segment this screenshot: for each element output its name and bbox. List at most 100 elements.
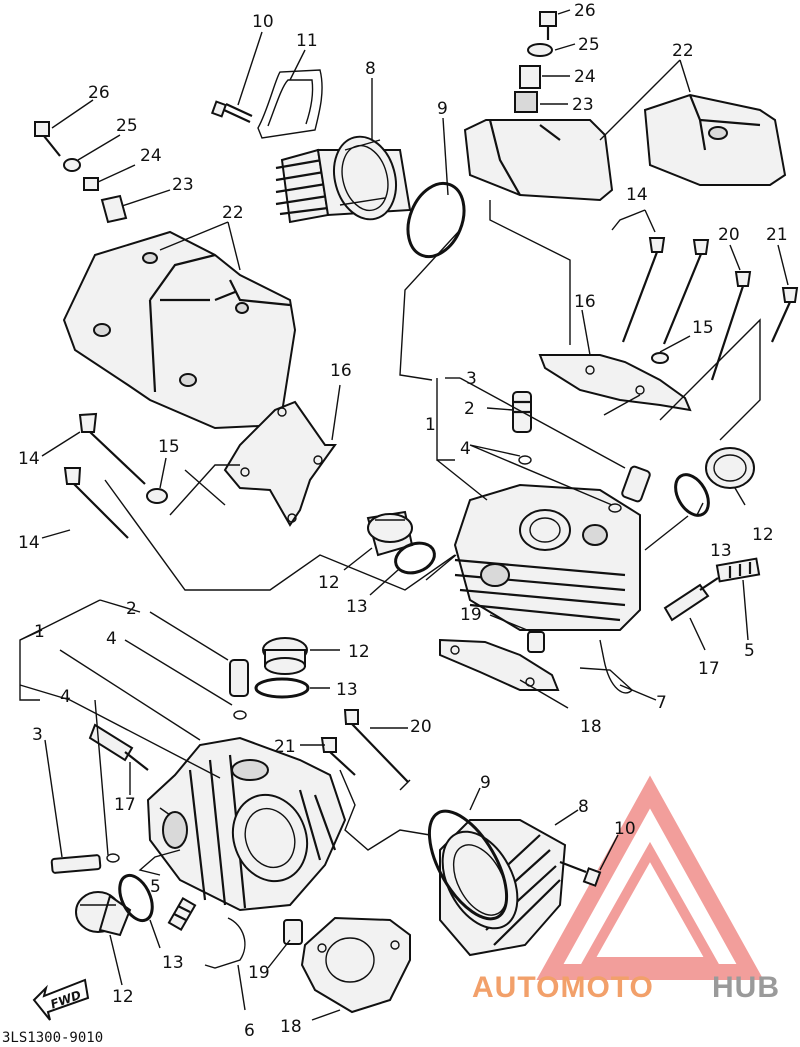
clip-4-bottom-a	[233, 710, 247, 720]
label-6-b: 6	[244, 1021, 255, 1041]
label-13-trl: 13	[346, 597, 368, 617]
label-10-top: 10	[252, 12, 274, 32]
dowel-19-bottom	[283, 919, 303, 945]
label-14-lb: 14	[18, 533, 40, 553]
cap-12-right-b	[366, 510, 414, 557]
label-18-tr: 18	[580, 717, 602, 737]
label-3-b: 3	[32, 725, 43, 745]
leader-lines	[19, 9, 789, 1021]
label-12-ba: 12	[348, 642, 370, 662]
label-4-bb: 4	[60, 687, 71, 707]
o-ring-13-bottom-a	[254, 677, 310, 699]
valve-guide-3-bottom	[50, 854, 102, 874]
o-ring-9-bottom	[427, 809, 509, 921]
watermark-part1: AUTOMOTO	[472, 971, 654, 1004]
bolt-14-left-b	[63, 467, 129, 539]
dowel-19-right	[527, 631, 545, 653]
cap-nut-stack-left	[34, 121, 128, 224]
label-1-b: 1	[34, 622, 45, 642]
label-12-trr: 12	[752, 525, 774, 545]
bolt-20-bottom	[343, 709, 409, 783]
label-14-la: 14	[18, 449, 40, 469]
head-cover-top-right	[463, 93, 787, 202]
washer-15-left	[146, 488, 168, 504]
label-18-b: 18	[280, 1017, 302, 1037]
label-17-tr: 17	[698, 659, 720, 679]
watermark-text: AUTOMOTO HUB	[472, 971, 780, 1004]
oil-pipe-11-top	[257, 69, 323, 139]
label-21-b: 21	[274, 737, 296, 757]
label-4-ba: 4	[106, 629, 117, 649]
label-25-tr: 25	[578, 35, 600, 55]
stud-bolt-10-top	[210, 100, 253, 123]
label-3-tr: 3	[466, 369, 477, 389]
label-15-l: 15	[158, 437, 180, 457]
watermark-part2: HUB	[712, 971, 780, 1004]
diagram-code: 3LS1300-9010	[2, 1030, 103, 1046]
head-cover-top-left	[62, 230, 297, 430]
label-13-trr: 13	[710, 541, 732, 561]
label-5-b: 5	[150, 877, 161, 897]
valve-guide-2-bottom	[229, 659, 249, 697]
label-15-tr: 15	[692, 318, 714, 338]
watermark-logo	[536, 775, 764, 980]
o-ring-9-top	[406, 181, 466, 259]
label-5-tr: 5	[744, 641, 755, 661]
gasket-18-right	[439, 638, 560, 691]
cap-12-bottom-b	[75, 891, 132, 937]
cylinder-head-left	[146, 736, 347, 912]
gasket-18-bottom	[300, 916, 411, 1014]
label-26-tr: 26	[574, 1, 596, 21]
cap-12-bottom-a	[262, 637, 308, 675]
label-9-top: 9	[437, 99, 448, 119]
gasket-plate-16-left	[223, 400, 337, 527]
label-19-b: 19	[248, 963, 270, 983]
label-23-tr: 23	[572, 95, 594, 115]
label-12-trl: 12	[318, 573, 340, 593]
label-22-tl: 22	[222, 203, 244, 223]
label-16-l: 16	[330, 361, 352, 381]
o-ring-13-bottom-b	[118, 873, 154, 923]
label-13-bb: 13	[162, 953, 184, 973]
bolt-14-left-a	[78, 412, 146, 485]
label-25-tl: 25	[116, 116, 138, 136]
label-2-b: 2	[126, 599, 137, 619]
label-22-tr: 22	[672, 41, 694, 61]
label-9-b: 9	[480, 773, 491, 793]
o-ring-13-right-a	[674, 473, 710, 517]
gasket-plate-16-right	[538, 354, 692, 412]
label-20-tr: 20	[718, 225, 740, 245]
spark-plug-17-bottom	[88, 723, 149, 771]
stud-5-bottom	[167, 897, 197, 931]
label-2-tr: 2	[464, 399, 475, 419]
oil-pipe-6-bottom	[204, 917, 246, 969]
stud-5-right	[715, 557, 761, 583]
label-7-tr: 7	[656, 693, 667, 713]
label-24-tl: 24	[140, 146, 162, 166]
label-11-top: 11	[296, 31, 318, 51]
label-1-tr: 1	[425, 415, 436, 435]
o-ring-13-right-b	[394, 541, 436, 575]
clip-4-bottom-b	[106, 853, 120, 863]
label-19-tr: 19	[460, 605, 482, 625]
cap-12-right-a	[705, 447, 755, 489]
label-26-tl: 26	[88, 83, 110, 103]
label-10-b: 10	[614, 819, 636, 839]
bolt-21-bottom	[320, 737, 356, 776]
cap-nut-stack-right	[514, 11, 557, 113]
oil-pipe-7-right	[579, 639, 633, 694]
label-14-tr: 14	[626, 185, 648, 205]
bolts-top-right	[621, 237, 799, 381]
label-17-b: 17	[114, 795, 136, 815]
label-21-tr: 21	[766, 225, 788, 245]
label-13-ba: 13	[336, 680, 358, 700]
label-8-b: 8	[578, 797, 589, 817]
spark-plug-17-right	[663, 577, 719, 622]
label-8-top: 8	[365, 59, 376, 79]
cylinder-top	[275, 135, 412, 224]
label-12-bb: 12	[112, 987, 134, 1007]
stud-bolt-10-bottom	[559, 860, 602, 887]
